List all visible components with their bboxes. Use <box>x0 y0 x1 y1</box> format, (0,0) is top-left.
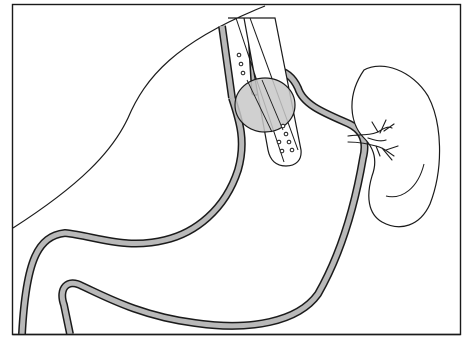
stomach-wall <box>22 26 364 334</box>
